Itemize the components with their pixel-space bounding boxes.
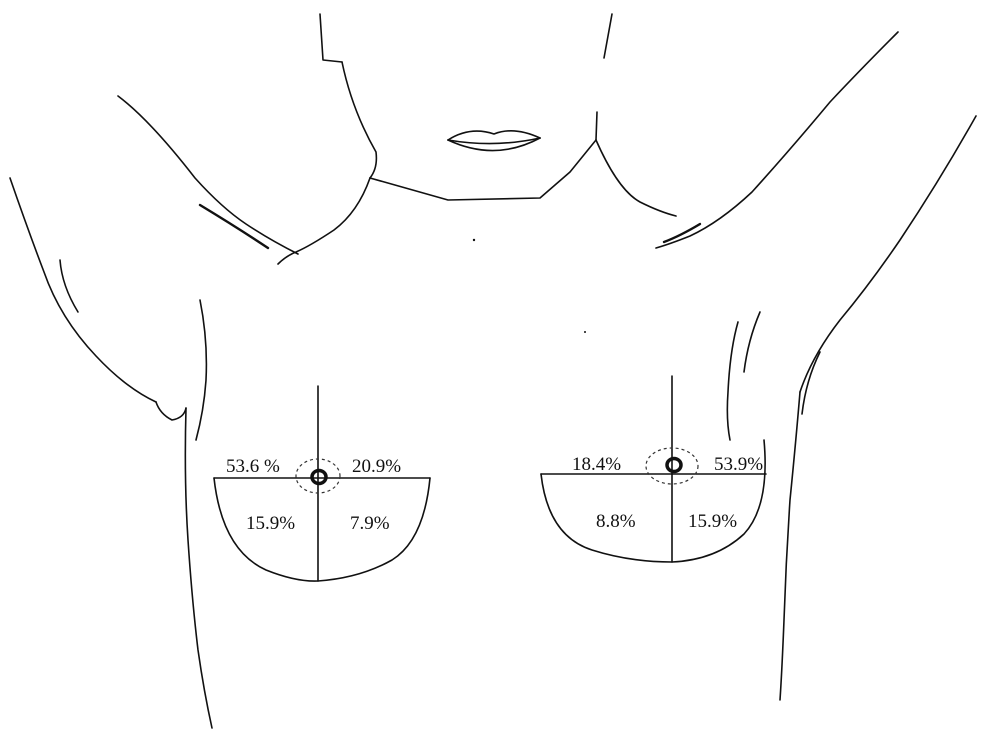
right-breast	[214, 386, 430, 581]
right-lower-inner-label: 7.9%	[350, 514, 390, 533]
right-upper-outer-label: 53.6 %	[226, 457, 280, 476]
right-nipple	[312, 471, 326, 484]
left-lower-inner-label: 8.8%	[596, 512, 636, 531]
mark-dot	[584, 331, 586, 333]
right-arm-outline	[596, 32, 976, 700]
neck-outline	[320, 14, 612, 200]
left-lower-outer-label: 15.9%	[688, 512, 737, 531]
right-lower-outer-label: 15.9%	[246, 514, 295, 533]
left-nipple	[667, 459, 681, 472]
right-upper-inner-label: 20.9%	[352, 457, 401, 476]
mark-dot	[473, 239, 475, 241]
left-upper-outer-label: 53.9%	[714, 455, 763, 474]
lips	[448, 131, 540, 151]
left-upper-inner-label: 18.4%	[572, 455, 621, 474]
left-arm-outline	[10, 96, 370, 728]
